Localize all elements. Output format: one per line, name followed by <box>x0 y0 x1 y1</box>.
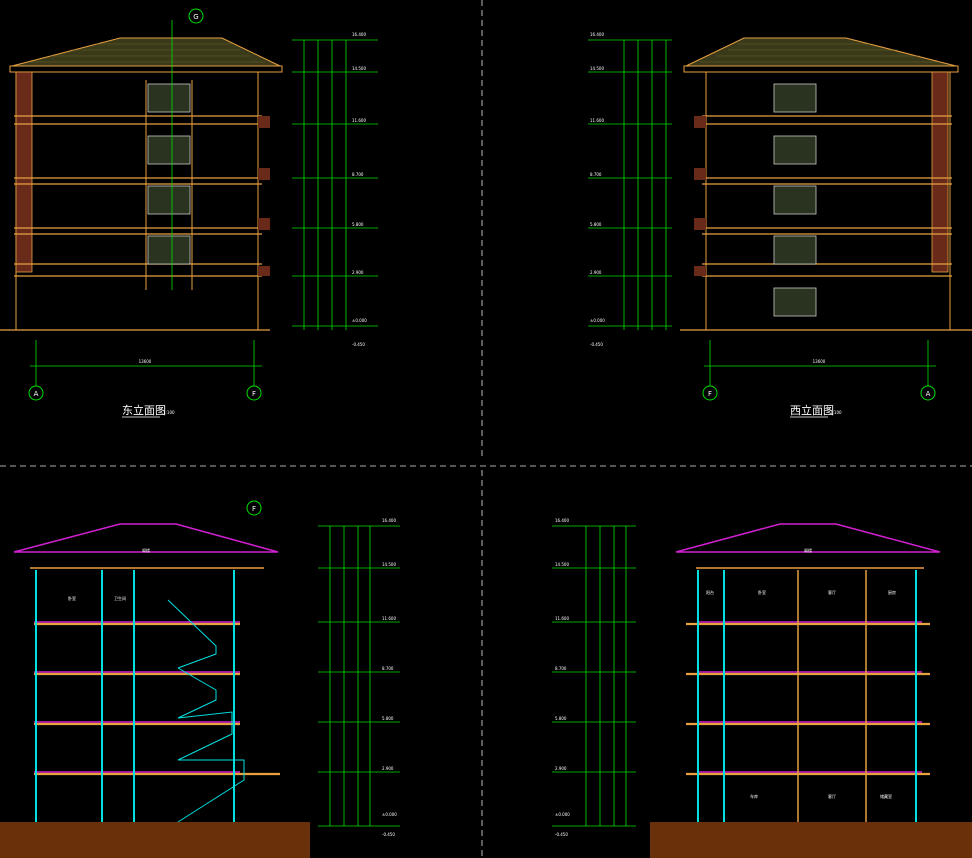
section-right: 阁楼 阳台 卧室 客厅 厨房 车库 客厅 储藏室 <box>650 523 972 858</box>
west-overall-dim: 13600 <box>813 359 826 364</box>
level-label-4: 5.800 <box>555 716 567 721</box>
level-label-2: 11.600 <box>555 616 569 621</box>
west-elevation-title: 西立面图 <box>790 403 834 417</box>
level-label-4: 5.800 <box>352 222 364 227</box>
level-label-0: 16.400 <box>352 32 366 37</box>
level-label-6: ±0.000 <box>352 318 367 323</box>
level-label-2: 11.600 <box>382 616 396 621</box>
level-label-5: 2.900 <box>382 766 394 771</box>
level-label-5: 2.900 <box>352 270 364 275</box>
level-label-7: -0.450 <box>555 832 568 837</box>
east-axis-left-label: A <box>34 390 39 398</box>
level-label-0: 16.400 <box>555 518 569 523</box>
east-axis-right-label: F <box>252 390 256 398</box>
section-left-axis-label: F <box>252 505 256 513</box>
level-label-1: 14.500 <box>590 66 604 71</box>
east-overall-dim: 13600 <box>139 359 152 364</box>
west-dimension-ladder: 16.400 14.500 11.600 8.700 5.800 2.900 ±0.000 -… <box>588 32 672 347</box>
level-label-6: ±0.000 <box>382 812 397 817</box>
west-axis-right-label: A <box>926 390 931 398</box>
level-label-6: ±0.000 <box>590 318 605 323</box>
section-left-ladder: 16.400 14.500 11.600 8.700 5.800 2.900 ±0.000 -… <box>318 518 400 837</box>
section-right-ladder: 16.400 14.500 11.600 8.700 5.800 2.900 ±0.000 -… <box>552 518 636 837</box>
level-label-3: 8.700 <box>382 666 394 671</box>
level-label-7: -0.450 <box>590 342 603 347</box>
level-label-1: 14.500 <box>352 66 366 71</box>
level-label-5: 2.900 <box>590 270 602 275</box>
section-right-room-1: 阳台 <box>706 589 714 595</box>
level-label-4: 5.800 <box>382 716 394 721</box>
level-label-1: 14.500 <box>382 562 396 567</box>
east-elevation: G 13600 A F 东立面图 1:100 <box>0 8 283 418</box>
level-label-1: 14.500 <box>555 562 569 567</box>
section-right-room-3: 客厅 <box>828 589 836 595</box>
section-right-room-4: 厨房 <box>888 589 896 595</box>
west-elevation-scale: 1:100 <box>830 410 842 415</box>
level-label-3: 8.700 <box>352 172 364 177</box>
east-elevation-title: 东立面图 <box>122 403 166 417</box>
level-label-6: ±0.000 <box>555 812 570 817</box>
level-label-3: 8.700 <box>590 172 602 177</box>
level-label-5: 2.900 <box>555 766 567 771</box>
level-label-3: 8.700 <box>555 666 567 671</box>
level-label-0: 16.400 <box>382 518 396 523</box>
section-right-room-2: 卧室 <box>758 589 766 595</box>
level-label-7: -0.450 <box>352 342 365 347</box>
section-left-room-2: 卫生间 <box>114 595 126 601</box>
west-elevation: 13600 F A 西立面图 1:100 <box>680 37 972 418</box>
east-axis-top-label: G <box>193 13 198 21</box>
level-label-2: 11.600 <box>590 118 604 123</box>
level-label-2: 11.600 <box>352 118 366 123</box>
section-left-room-1: 卧室 <box>68 595 76 601</box>
section-left: 阁楼 卧室 卫生间 F <box>0 500 310 858</box>
east-dimension-ladder: 16.400 14.500 11.600 8.700 5.800 2.900 ±0.000 -… <box>292 32 378 347</box>
section-right-ground-room-3: 储藏室 <box>880 793 892 799</box>
west-axis-left-label: F <box>708 390 712 398</box>
level-label-7: -0.450 <box>382 832 395 837</box>
level-label-0: 16.400 <box>590 32 604 37</box>
section-right-ground-room-2: 客厅 <box>828 793 836 799</box>
level-label-4: 5.800 <box>590 222 602 227</box>
east-elevation-scale: 1:100 <box>163 410 175 415</box>
section-right-attic-label: 阁楼 <box>804 547 812 553</box>
section-left-attic-label: 阁楼 <box>142 547 150 553</box>
section-right-ground-room-1: 车库 <box>750 793 758 799</box>
